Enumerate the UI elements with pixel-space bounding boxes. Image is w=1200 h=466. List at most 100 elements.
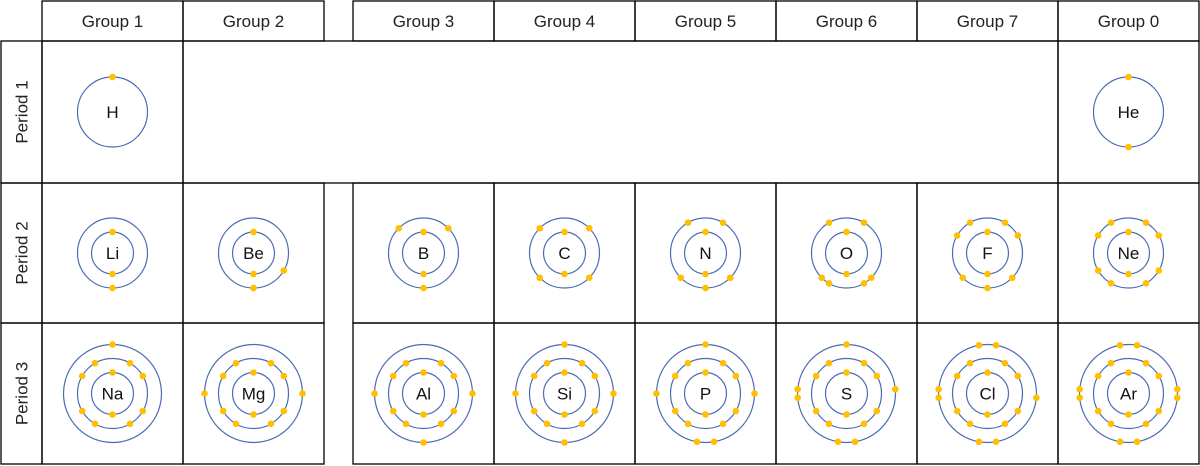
- electron: [751, 390, 758, 397]
- electron: [984, 369, 991, 376]
- electron: [953, 232, 961, 239]
- electron: [1094, 232, 1102, 239]
- element-li: Li: [41, 182, 184, 324]
- electron: [585, 274, 593, 282]
- element-symbol: F: [982, 244, 992, 263]
- electron: [843, 228, 850, 236]
- electron: [1155, 232, 1163, 239]
- electron: [953, 407, 961, 415]
- electron: [109, 284, 116, 292]
- electron: [702, 284, 709, 292]
- electron: [726, 274, 734, 282]
- electron: [702, 270, 709, 278]
- electron: [437, 359, 445, 367]
- group-header-group-5: Group 5: [634, 0, 777, 42]
- element-cl: Cl: [916, 322, 1059, 465]
- electron: [1125, 270, 1132, 278]
- group-header-group-3: Group 3: [352, 0, 495, 42]
- electron: [684, 359, 692, 367]
- electron: [719, 359, 727, 367]
- electron: [280, 372, 288, 380]
- electron: [469, 390, 476, 397]
- electron: [860, 359, 868, 367]
- group-header-label: Group 6: [816, 12, 877, 31]
- electron: [1142, 359, 1150, 367]
- electron: [299, 390, 306, 397]
- element-b: B: [352, 182, 495, 324]
- electron: [1125, 73, 1132, 81]
- electron: [450, 407, 458, 415]
- electron: [1107, 359, 1115, 367]
- electron: [389, 372, 397, 380]
- electron: [1155, 372, 1163, 380]
- electron: [561, 439, 568, 446]
- element-p: P: [634, 322, 777, 465]
- electron: [250, 228, 257, 236]
- electron: [530, 407, 538, 415]
- element-f: F: [916, 182, 1059, 324]
- element-si: Si: [493, 322, 636, 465]
- electron: [719, 219, 727, 226]
- electron: [843, 411, 850, 418]
- electron-shell-3: [937, 343, 1038, 444]
- electron: [1142, 280, 1150, 287]
- electron: [512, 390, 519, 397]
- group-header-group-6: Group 6: [775, 0, 918, 42]
- electron: [1125, 143, 1132, 151]
- electron: [1076, 394, 1083, 402]
- electron: [402, 359, 410, 367]
- element-he: He: [1092, 73, 1165, 151]
- electron: [843, 369, 850, 376]
- electron: [873, 372, 881, 380]
- electron: [794, 385, 801, 393]
- electron-shell-2: [1092, 357, 1165, 430]
- electron: [843, 270, 850, 278]
- element-al: Al: [352, 322, 495, 465]
- electron: [677, 274, 685, 282]
- electron: [530, 372, 538, 380]
- element-symbol: S: [841, 385, 852, 404]
- group-header-label: Group 1: [82, 12, 143, 31]
- electron: [1155, 407, 1163, 415]
- element-na: Na: [41, 322, 184, 465]
- element-symbol: H: [106, 103, 118, 122]
- electron: [250, 270, 257, 278]
- group-header-label: Group 7: [957, 12, 1018, 31]
- electron: [371, 390, 378, 397]
- electron: [860, 280, 868, 287]
- electron: [109, 73, 116, 81]
- group-header-group-7: Group 7: [916, 0, 1059, 42]
- electron: [818, 274, 826, 282]
- period-label-text: Period 3: [13, 362, 32, 425]
- electron: [892, 385, 899, 393]
- electron: [1001, 359, 1009, 367]
- electron: [78, 372, 86, 380]
- electron: [975, 438, 983, 446]
- electron: [1107, 219, 1115, 226]
- electron: [935, 385, 942, 393]
- electron: [1107, 420, 1115, 428]
- element-symbol: O: [840, 244, 853, 263]
- electron-shell-2: [387, 357, 460, 430]
- electron: [953, 372, 961, 380]
- electron-shell-3: [1078, 343, 1179, 444]
- electron: [1174, 394, 1181, 402]
- electron: [437, 420, 445, 428]
- electron: [1094, 372, 1102, 380]
- electron: [1174, 385, 1181, 393]
- electron: [860, 420, 868, 428]
- element-symbol: Be: [243, 244, 264, 263]
- period-label-text: Period 1: [13, 80, 32, 143]
- electron: [232, 420, 240, 428]
- electron: [860, 219, 868, 226]
- electron: [1125, 369, 1132, 376]
- electron: [1076, 385, 1083, 393]
- electron: [91, 359, 99, 367]
- electron: [420, 270, 427, 278]
- electron: [536, 274, 544, 282]
- electron: [561, 341, 568, 348]
- electron: [109, 411, 116, 418]
- electron-shell-2: [528, 217, 601, 289]
- electron: [389, 407, 397, 415]
- electron-shell-2: [951, 357, 1024, 430]
